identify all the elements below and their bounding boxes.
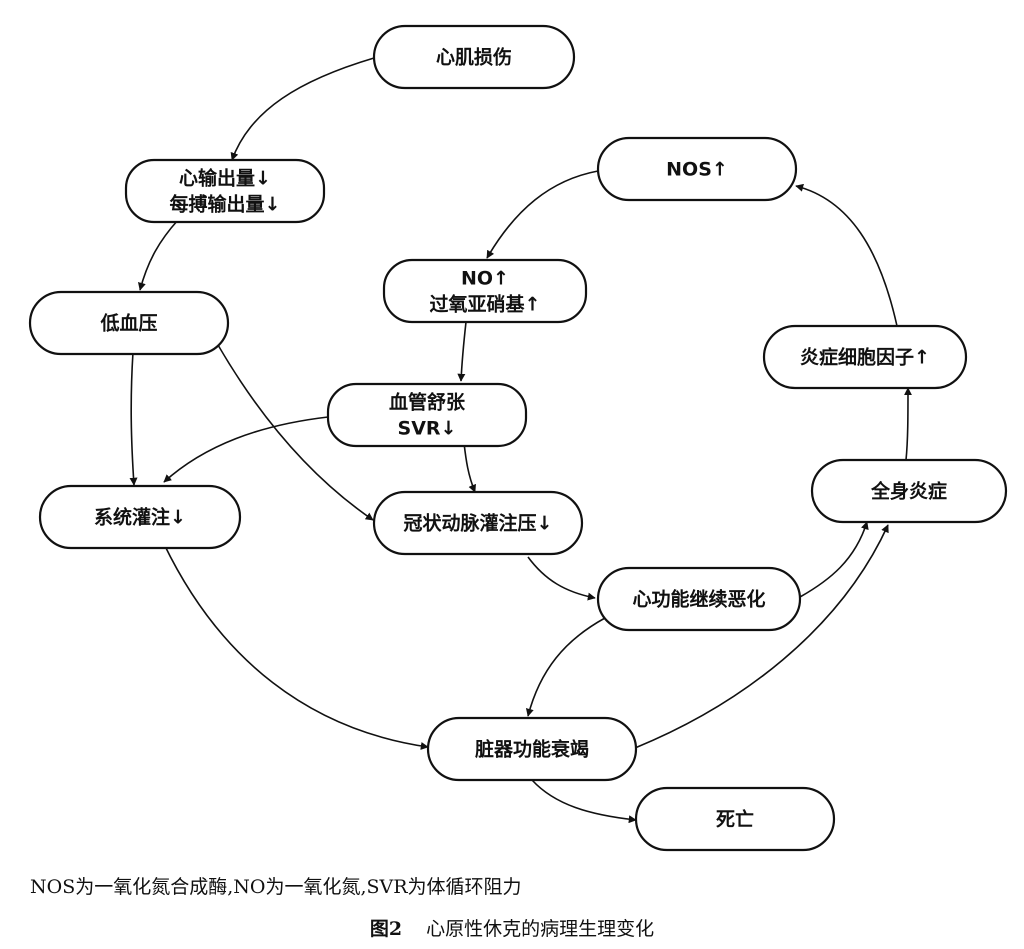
node-nos: NOS↑ <box>596 136 798 202</box>
node-organ-failure: 脏器功能衰竭 <box>426 716 638 782</box>
node-hypotension: 低血压 <box>28 290 230 356</box>
edge-coronary-to-deterioration <box>527 556 596 601</box>
node-no-peroxynitrite: NO↑ 过氧亚硝基↑ <box>382 258 588 324</box>
edge-vasodilation-to-coronary <box>463 442 476 493</box>
figure-label: 图2 <box>369 918 403 940</box>
abbreviation-note: NOS为一氧化氮合成酶,NO为一氧化氮,SVR为体循环阻力 <box>30 876 522 898</box>
edge-organ-to-inflammation <box>634 524 889 749</box>
node-coronary-perfusion: 冠状动脉灌注压↓ <box>372 490 584 556</box>
node-cardiac-output-line2: 每搏输出量↓ <box>170 193 281 216</box>
edge-inflammation-to-cytokines <box>903 387 912 461</box>
node-myocardial-injury: 心肌损伤 <box>372 24 576 90</box>
node-inflammatory-cytokines: 炎症细胞因子↑ <box>762 324 968 390</box>
node-no-peroxynitrite-line2: 过氧亚硝基↑ <box>430 293 541 316</box>
figure-caption: 图2 心原性休克的病理生理变化 <box>0 914 1024 941</box>
edge-nos-to-no <box>486 170 599 259</box>
node-systemic-inflammation-label: 全身炎症 <box>870 480 947 503</box>
node-systemic-inflammation: 全身炎症 <box>810 458 1008 524</box>
figure-title: 心原性休克的病理生理变化 <box>426 918 655 940</box>
pathophysiology-diagram: 心肌损伤 心输出量↓ 每搏输出量↓ 低血压 系统灌注↓ 冠状动脉灌注压↓ 血管舒… <box>28 24 1008 852</box>
node-organ-failure-label: 脏器功能衰竭 <box>475 738 589 761</box>
edge-output-to-hypotension <box>137 219 179 291</box>
edge-organ-to-death <box>531 779 637 824</box>
edge-deterioration-to-organ <box>525 617 606 717</box>
edge-no-to-vasodilation <box>457 321 467 382</box>
edge-injury-to-output <box>230 57 375 161</box>
node-nos-label: NOS↑ <box>666 159 728 181</box>
node-hypotension-label: 低血压 <box>99 312 157 335</box>
node-inflammatory-cytokines-label: 炎症细胞因子↑ <box>800 346 930 369</box>
node-cardiac-output-line1: 心输出量↓ <box>179 167 271 190</box>
node-myocardial-injury-label: 心肌损伤 <box>436 46 512 69</box>
node-cardiac-deterioration: 心功能继续恶化 <box>596 566 802 632</box>
edge-hypotension-to-coronary <box>217 344 374 521</box>
node-cardiac-output: 心输出量↓ 每搏输出量↓ <box>124 158 326 224</box>
node-vasodilation-line1: 血管舒张 <box>389 391 466 414</box>
edge-deterioration-to-inflammation <box>799 521 869 598</box>
edge-systemic-to-organ <box>163 543 429 750</box>
node-systemic-perfusion-label: 系统灌注↓ <box>94 506 186 529</box>
edge-hypotension-to-systemic <box>129 351 138 486</box>
node-no-peroxynitrite-line1: NO↑ <box>461 268 509 290</box>
edge-vasodilation-to-systemic <box>163 416 329 483</box>
node-vasodilation-line2: SVR↓ <box>398 418 457 440</box>
edge-cytokines-to-nos <box>795 183 898 327</box>
node-death: 死亡 <box>634 786 836 852</box>
node-coronary-perfusion-label: 冠状动脉灌注压↓ <box>404 512 553 535</box>
node-vasodilation: 血管舒张 SVR↓ <box>326 382 528 448</box>
node-systemic-perfusion: 系统灌注↓ <box>38 484 242 550</box>
node-death-label: 死亡 <box>716 808 754 831</box>
node-cardiac-deterioration-label: 心功能继续恶化 <box>632 588 765 611</box>
